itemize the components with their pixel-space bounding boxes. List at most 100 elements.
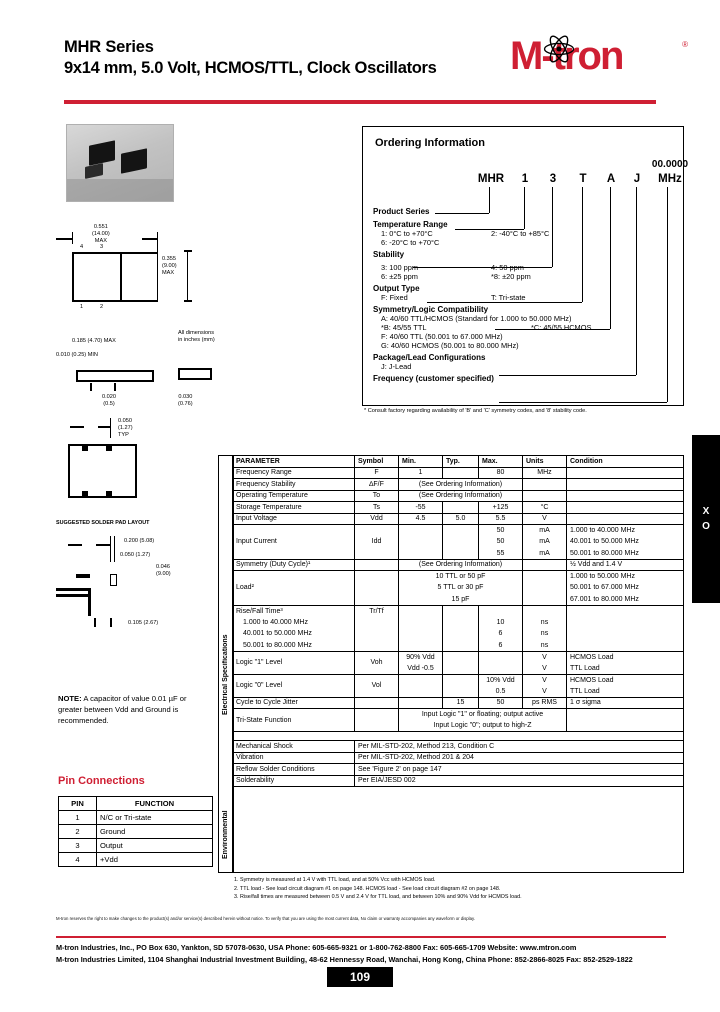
table-row: 3 Output [58,838,213,853]
pin-connections-title: Pin Connections [58,775,145,787]
pad-centerline-1 [110,536,111,562]
option-sym-2-right: *C: 45/55 HCMOS [531,323,592,332]
units-logic-0-a: V [522,673,567,686]
table-row: Frequency Stability ∆F/F (See Ordering I… [232,478,684,491]
leader-line-frequency [667,187,669,402]
pad-shape-2 [76,574,90,578]
table-row: 4 +Vdd [58,852,213,867]
units-input-voltage: V [522,512,567,525]
side-lead-2 [114,383,116,391]
col-header-symbol: Symbol [354,455,399,468]
table-row: 50 mA 40.001 to 50.000 MHz [233,536,684,548]
side-lead-1 [90,383,92,391]
symbol-storage-temperature: Ts [354,501,399,514]
condition-input-current-1: 1.000 to 40.000 MHz [566,524,684,536]
dim-pitch: 0.050 (1.27) TYP [118,418,133,438]
option-stab-1-left: 3: 100 ppm [381,263,418,272]
condition-logic-0-b: TTL Load [566,685,684,698]
units-rise-fall-1: ns [522,616,567,628]
condition-rise-fall-time [566,604,684,652]
table-row: Tri-State Function Input Logic "1" or fl… [232,708,684,732]
table-row: 5 TTL or 30 pF 50.001 to 67.000 MHz [233,582,684,594]
pkg-outline-right [120,252,123,302]
pin-num-1: 1 [80,304,84,310]
table-row: Logic "1" Level Voh 90% Vdd V HCMOS Load [232,650,684,675]
ordering-information-box: Ordering Information MHR 1 3 T A J 00.00… [362,126,688,406]
pin-number: 1 [58,810,97,825]
section-label-frequency: Frequency (customer specified) [373,374,494,383]
pkg-outline-bottom [72,300,158,303]
span-symmetry: (See Ordering Information) [398,558,523,571]
specifications-table-wrap: PARAMETER Symbol Min. Typ. Max. Units Co… [232,455,684,787]
col-header-min: Min. [398,455,443,468]
code-stability: 3 [549,173,557,185]
pitch-ext-line [110,418,111,438]
param-cycle-jitter: Cycle to Cycle Jitter [232,696,355,709]
footer-hongkong-address: M-tron Industries Limited, 1104 Shanghai… [56,954,633,964]
environmental-label: Environmental [222,810,229,860]
note-label: NOTE: [58,694,82,703]
condition-storage-temperature [566,501,684,514]
pad-arrow-right [96,544,110,546]
pad-dim-4: 0.105 (2.67) [128,620,159,626]
code-temperature: 1 [521,173,529,185]
max-rise-fall-header [478,604,523,617]
units-logic-0-b: V [522,685,567,698]
connector-temperature [455,229,524,231]
dim-width: 0.355 (9.00) MAX [162,256,177,276]
typ-cycle-jitter: 15 [442,696,479,709]
dim-lead-width: 0.020 (0.5) [102,394,116,407]
table-footnotes: 1. Symmetry is measured at 1.4 V with TT… [234,876,684,902]
condition-tri-state-function [566,708,684,732]
param-symmetry: Symmetry (Duty Cycle)¹ [232,558,355,571]
end-view-top [178,368,212,370]
ordering-code-row: MHR 1 3 T A J 00.0000 MHz [363,159,688,193]
footnote-3: 3. Rise/fall times are measured between … [234,894,522,901]
section-label-stability: Stability [373,250,405,259]
symbol-input-voltage: Vdd [354,512,399,525]
max-logic-0-a: 10% Vdd [478,673,523,686]
units-storage-temperature: °C [522,501,567,514]
param-frequency-stability: Frequency Stability [232,478,355,491]
table-row: 40.001 to 50.000 MHz 6 ns [232,628,684,640]
span-reflow-solder: See 'Figure 2' on page 147 [354,763,684,776]
option-temp-1: 1: 0°C to +70°C 2: -40°C to +85°C [373,229,675,238]
pkg-outline-left [72,252,75,302]
symbol-frequency-range: F [354,466,399,479]
footer-usa-address: M-tron Industries, Inc., PO Box 630, Yan… [56,943,577,952]
mechanical-drawings: 0.551 (14.00) MAX 0.355 (9.00) MAX 4 3 1… [56,222,218,662]
condition-input-current-3: 50.001 to 80.000 MHz [566,547,684,560]
dim-standoff-min: 0.010 (0.25) MIN [56,352,98,358]
typ-input-current [442,524,479,560]
pin-col-header: PIN [58,796,97,811]
units-rise-fall-2: ns [522,628,567,640]
condition-logic-1-a: HCMOS Load [566,650,684,663]
side-body-right [152,370,155,382]
typ-logic-0-level [442,673,479,698]
specifications-table: PARAMETER Symbol Min. Typ. Max. Units Co… [232,455,684,787]
param-logic-0-level: Logic "0" Level [232,673,355,698]
spec-header-row: PARAMETER Symbol Min. Typ. Max. Units Co… [232,455,684,468]
option-output-1-left: F: Fixed [381,293,408,302]
pad-trace-3 [88,588,91,616]
option-temp-2: 6: -20°C to +70°C [373,238,675,247]
code-frequency-value: 00.0000 [651,159,689,170]
pin-table-header-row: PIN FUNCTION [58,796,213,811]
connector-product [435,213,489,215]
function-col-header: FUNCTION [96,796,213,811]
connector-package [499,375,636,377]
section-label-temperature-range: Temperature Range [373,220,448,229]
span-mechanical-shock: Per MIL-STD-202, Method 213, Condition C [354,740,684,753]
option-sym-4-left: G: 40/60 HCMOS (50.001 to 80.000 MHz) [381,341,519,350]
span-load-1: 10 TTL or 50 pF [398,570,523,582]
connector-stability [413,267,552,269]
option-temp-1-right: 2: -40°C to +85°C [491,229,550,238]
arrow-pitch-right [98,426,110,428]
connector-frequency [499,402,667,404]
param-operating-temperature: Operating Temperature [232,489,355,502]
table-row: Logic "0" Level Vol 10% Vdd V HCMOS Load [232,673,684,698]
span-solderability: Per EIA/JESD 002 [354,774,684,787]
col-header-max: Max. [478,455,523,468]
condition-input-current-2: 40.001 to 50.000 MHz [566,536,684,548]
condition-symmetry: ½ Vdd and 1.4 V [566,558,684,571]
